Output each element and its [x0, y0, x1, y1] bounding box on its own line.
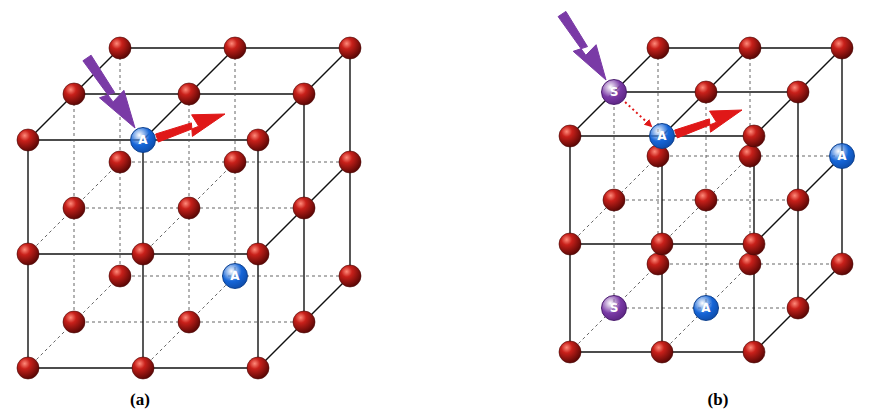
host-atom — [739, 253, 761, 275]
ion-symbol: A — [837, 150, 846, 162]
ion-symbol: S — [610, 302, 619, 314]
host-atom — [247, 129, 269, 151]
lattice-edge — [28, 276, 120, 368]
host-atom — [559, 341, 581, 363]
lattice-edge — [662, 264, 750, 352]
host-atom — [787, 81, 809, 103]
light-bolt — [558, 11, 606, 80]
host-atom — [63, 83, 85, 105]
host-atom — [63, 311, 85, 333]
ion-symbol: S — [610, 86, 619, 98]
host-atom — [247, 357, 269, 379]
host-atom — [559, 125, 581, 147]
sensitizer-ion: S — [601, 295, 627, 321]
host-atom — [743, 125, 765, 147]
lattice-edge — [143, 162, 235, 254]
host-atom — [178, 311, 200, 333]
lattice-edge — [754, 264, 842, 352]
host-atom — [293, 197, 315, 219]
host-atom — [739, 37, 761, 59]
lattice-edge — [570, 156, 658, 244]
host-atom — [559, 233, 581, 255]
host-atom — [647, 253, 669, 275]
host-atom — [831, 253, 853, 275]
lattice-edge — [143, 276, 235, 368]
host-atom — [178, 83, 200, 105]
host-atom — [109, 151, 131, 173]
host-atom — [224, 37, 246, 59]
activator-ion: A — [649, 123, 675, 149]
ion-symbol: A — [701, 302, 710, 314]
host-atom — [109, 37, 131, 59]
host-atom — [293, 311, 315, 333]
host-atom — [132, 243, 154, 265]
lattice-edge — [754, 156, 842, 244]
host-atom — [739, 145, 761, 167]
host-atom — [17, 357, 39, 379]
lattice-edge — [662, 156, 750, 244]
host-atom — [293, 83, 315, 105]
host-atom — [339, 265, 361, 287]
host-atom — [339, 37, 361, 59]
host-atom — [695, 81, 717, 103]
panel-label: (b) — [708, 390, 729, 410]
host-atom — [178, 197, 200, 219]
host-atom — [132, 357, 154, 379]
lattice-edge — [570, 264, 658, 352]
ion-symbol: A — [230, 270, 239, 282]
host-atom — [743, 341, 765, 363]
activator-ion: A — [829, 143, 855, 169]
host-atom — [63, 197, 85, 219]
host-atom — [339, 151, 361, 173]
energy-transfer-arrow — [625, 102, 651, 126]
host-atom — [787, 189, 809, 211]
ion-symbol: A — [657, 130, 666, 142]
lattice-edge — [258, 162, 350, 254]
activator-ion: A — [130, 127, 156, 153]
host-atom — [831, 37, 853, 59]
host-atom — [651, 233, 673, 255]
light-bolt — [156, 114, 225, 142]
host-atom — [787, 297, 809, 319]
lattice-edge — [28, 48, 120, 140]
host-atom — [743, 233, 765, 255]
ion-symbol: A — [138, 134, 147, 146]
activator-ion: A — [693, 295, 719, 321]
host-atom — [247, 243, 269, 265]
panel-label: (a) — [130, 390, 150, 410]
host-atom — [17, 129, 39, 151]
lattice-edge — [570, 48, 658, 136]
light-bolt — [83, 55, 135, 128]
host-atom — [224, 151, 246, 173]
activator-ion: A — [222, 263, 248, 289]
host-atom — [17, 243, 39, 265]
host-atom — [603, 189, 625, 211]
lattice-edge — [28, 162, 120, 254]
lattice-edge — [754, 48, 842, 136]
lattice-edge — [258, 276, 350, 368]
host-atom — [647, 37, 669, 59]
host-atom — [651, 341, 673, 363]
host-atom — [695, 189, 717, 211]
host-atom — [109, 265, 131, 287]
sensitizer-ion: S — [601, 79, 627, 105]
light-bolt — [675, 110, 742, 138]
lattice-edge — [258, 48, 350, 140]
